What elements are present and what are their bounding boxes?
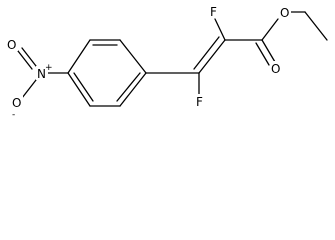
structural-formula: N + O O - F F O O [6, 4, 328, 120]
ring-bond-bottom-right [119, 72, 147, 107]
ester-oxygen-label: O [280, 6, 289, 20]
nitro-nitrogen-charge: + [45, 63, 53, 73]
ring-bond-top-left-side [67, 39, 91, 74]
ring-bond-bottom-left-inner [73, 72, 94, 102]
nitro-n-o-bottom-bond [21, 79, 37, 99]
carbonyl-oxygen-label: O [271, 62, 280, 76]
ring-bond-top-right [119, 39, 147, 74]
bond-layer [17, 11, 328, 107]
nitro-n-o-top-bond [21, 47, 37, 67]
alpha-fluorine-label: F [210, 5, 217, 19]
label-layer: N + O O - F F O O [6, 4, 291, 120]
nitro-oxygen-bottom-charge: - [12, 110, 15, 120]
nitro-oxygen-bottom-label: O [12, 96, 21, 110]
beta-fluorine-label: F [196, 95, 203, 109]
alpha-fluorine-bond [214, 18, 226, 41]
vinyl-double-bond-inner [193, 36, 220, 70]
ch2-to-ch3-bond [304, 11, 328, 41]
ring-bond-bottom-right-inner [116, 72, 141, 102]
ring-bond-bottom-left [67, 72, 91, 107]
vinyl-double-bond [198, 39, 226, 74]
carbonyl-double-bond [261, 39, 276, 63]
nitro-n-o-top-bond-inner [17, 50, 33, 70]
carbonyl-double-bond-inner [255, 42, 270, 66]
carbonyl-to-ester-o-bond [261, 18, 279, 41]
nitro-nitrogen-label: N [37, 67, 46, 81]
nitro-oxygen-top-label: O [7, 38, 16, 52]
